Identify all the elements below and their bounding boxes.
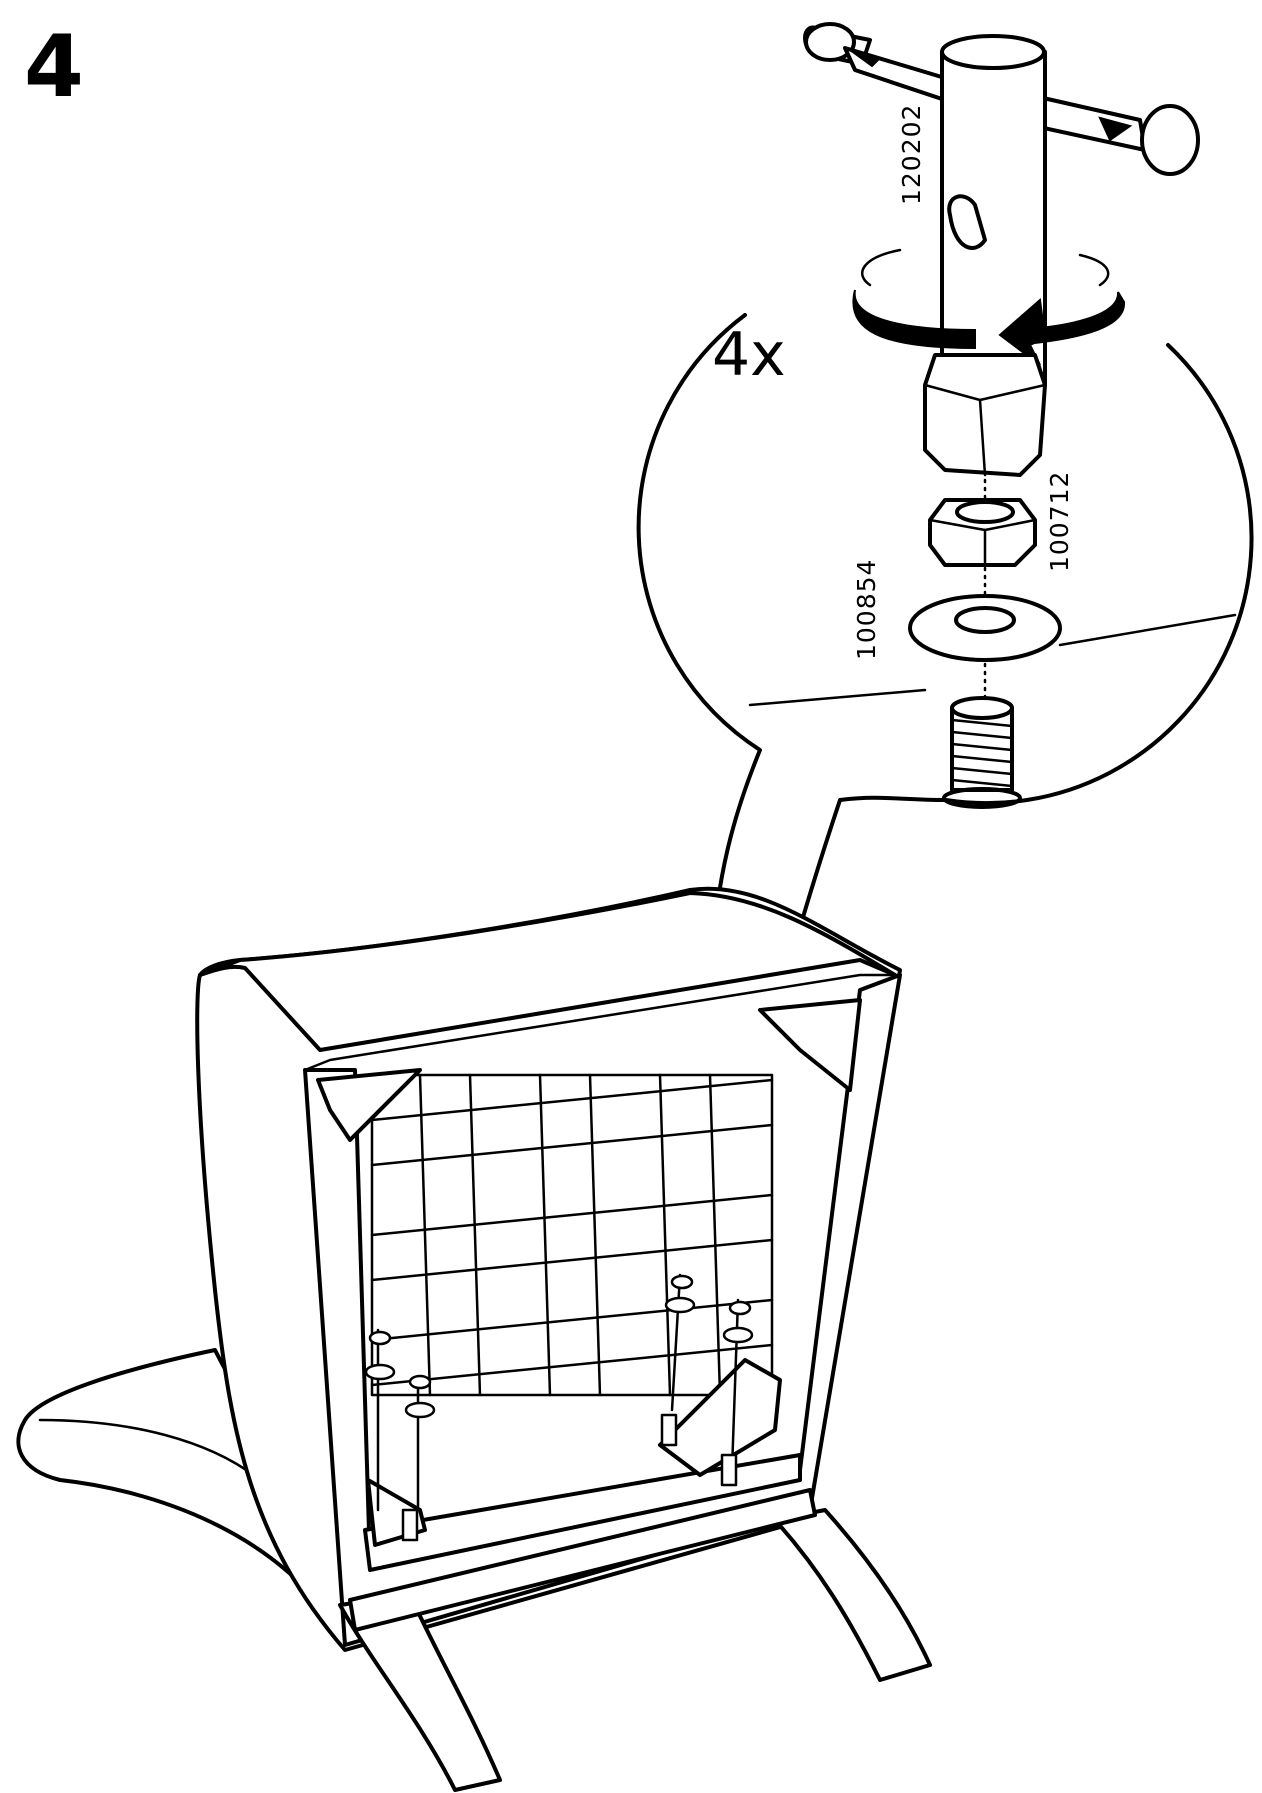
surface-line-right [1058, 613, 1237, 647]
chair-bottom-rail [363, 1453, 802, 1572]
bolt-stack-3 [660, 1273, 696, 1447]
bolt-stack-2 [404, 1374, 436, 1512]
t-tool-120202 [803, 22, 1200, 387]
hex-nut-100712 [928, 498, 1037, 567]
part-number-nut: 100712 [1045, 471, 1074, 572]
corner-block-top-right [758, 998, 862, 1092]
surface-line [748, 688, 927, 707]
quantity-label: 4x [712, 320, 786, 390]
chair-leg-right [773, 1508, 932, 1682]
part-number-washer: 100854 [852, 559, 881, 660]
hex-socket [923, 353, 1047, 477]
washer-100854 [908, 594, 1062, 662]
chair-top-rail [198, 891, 897, 1052]
step-number: 4 [24, 17, 84, 117]
corner-block-bottom-right [658, 1358, 782, 1477]
chair-inner-frame [303, 973, 902, 1647]
corner-block-top-left [316, 1068, 422, 1142]
bolt-stack-1 [364, 1328, 419, 1542]
detail-callout: 4x [636, 22, 1254, 1267]
rotation-arrow [852, 289, 1126, 366]
bolt-stack-4 [720, 1298, 754, 1487]
chair-leg-left [338, 1593, 502, 1792]
threaded-bolt [942, 696, 1022, 809]
seat-webbing [370, 1073, 774, 1397]
part-number-tool: 120202 [897, 104, 926, 205]
chair-assembly [16, 886, 932, 1792]
bolt-stacks [364, 1273, 754, 1542]
